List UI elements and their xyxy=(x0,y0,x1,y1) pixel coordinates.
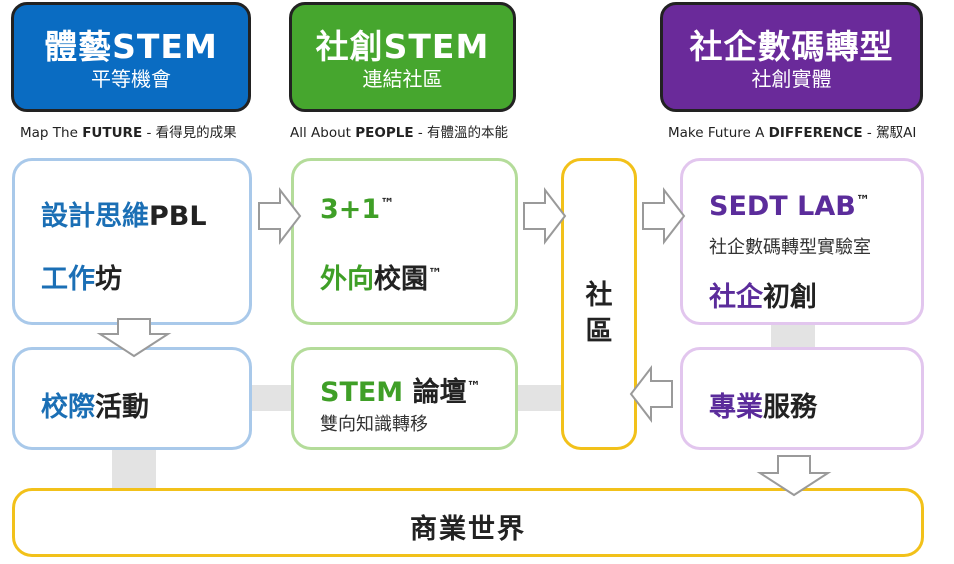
arrow-right-icon xyxy=(523,187,567,245)
social-enterprise-label: 社企 xyxy=(709,282,763,313)
campus-label: 校園 xyxy=(374,264,428,295)
box-three-plus-one: 3+1™ 外向校園™ xyxy=(291,158,518,325)
services-label: 服務 xyxy=(763,392,817,423)
arrow-right-icon xyxy=(642,187,686,245)
trademark-mark: ™ xyxy=(428,266,442,282)
header-subtitle: 平等機會 xyxy=(91,67,171,91)
three-plus-one-label: 3+1 xyxy=(320,194,381,225)
arrow-right-icon xyxy=(258,187,302,245)
outward-label: 外向 xyxy=(320,264,374,295)
connector-activity-business xyxy=(112,449,156,490)
box-business-world: 商業世界 xyxy=(12,488,924,557)
sedt-lab-subtitle: 社企數碼轉型實驗室 xyxy=(709,237,871,258)
inter-school-label: 校際 xyxy=(41,392,95,423)
header-title: 體藝STEM xyxy=(44,27,218,66)
community-label-2: 區 xyxy=(585,316,613,347)
trademark-mark: ™ xyxy=(466,379,481,395)
header-social-enterprise-digital-transformation: 社企數碼轉型 社創實體 xyxy=(660,2,923,112)
workshop-label-part2: 坊 xyxy=(95,264,122,295)
box-inter-school-activities: 校際活動 xyxy=(12,347,252,450)
box-stem-forum: STEM 論壇™ 雙向知識轉移 xyxy=(291,347,518,450)
header-subtitle: 連結社區 xyxy=(362,67,443,91)
box-sedt-lab: SEDT LAB™ 社企數碼轉型實驗室 社企初創 xyxy=(680,158,924,325)
sedt-lab-title: SEDT LAB xyxy=(709,191,856,222)
arrow-down-icon xyxy=(756,455,832,497)
connector-activity-forum xyxy=(250,385,294,411)
header-sports-arts-stem: 體藝STEM 平等機會 xyxy=(11,2,251,112)
header-social-innovation-stem: 社創STEM 連結社區 xyxy=(289,2,516,112)
box-professional-services: 專業服務 xyxy=(680,347,924,450)
box-community: 社 區 xyxy=(561,158,637,450)
activities-label: 活動 xyxy=(95,392,149,423)
connector-forum-community xyxy=(516,385,564,411)
stem-label: STEM xyxy=(320,377,404,408)
arrow-left-icon xyxy=(629,365,673,423)
header-title: 社創STEM xyxy=(315,27,490,66)
design-thinking-label: 設計思維 xyxy=(41,201,149,232)
tagline-difference: Make Future A DIFFERENCE - 駕馭AI xyxy=(668,125,917,141)
trademark-mark: ™ xyxy=(855,193,870,209)
trademark-mark: ™ xyxy=(380,196,395,212)
tagline-people: All About PEOPLE - 有體溫的本能 xyxy=(290,125,509,141)
knowledge-transfer-label: 雙向知識轉移 xyxy=(320,414,428,435)
startup-label: 初創 xyxy=(763,282,817,313)
forum-label: 論壇 xyxy=(403,377,467,408)
header-subtitle: 社創實體 xyxy=(751,67,832,91)
professional-label: 專業 xyxy=(709,392,763,423)
box-design-thinking-pbl: 設計思維PBL 工作坊 xyxy=(12,158,252,325)
pbl-label: PBL xyxy=(149,201,207,232)
connector-sedt-professional xyxy=(771,325,815,347)
arrow-down-icon xyxy=(96,318,172,358)
workshop-label-part1: 工作 xyxy=(41,264,95,295)
header-title: 社企數碼轉型 xyxy=(689,27,894,66)
tagline-future: Map The FUTURE - 看得見的成果 xyxy=(20,125,237,141)
community-label-1: 社 xyxy=(585,280,613,311)
business-world-label: 商業世界 xyxy=(410,514,526,545)
